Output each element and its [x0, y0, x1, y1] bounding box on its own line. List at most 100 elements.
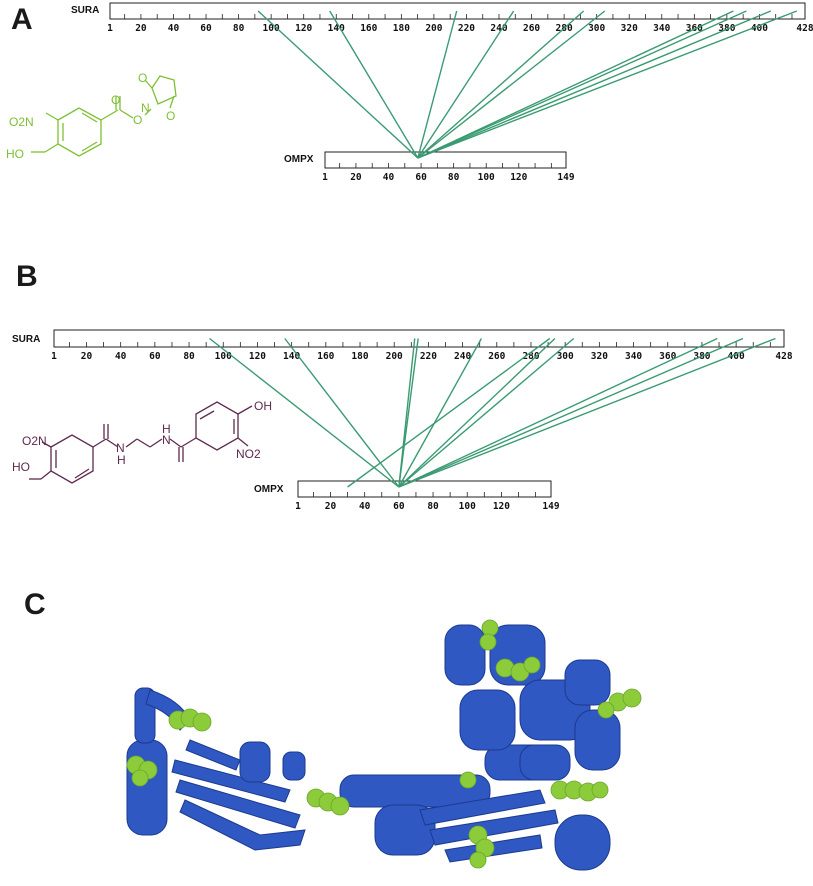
crosslink-line — [398, 337, 776, 488]
panel-label-a: A — [11, 3, 33, 36]
tick-label-sura: 220 — [420, 351, 437, 362]
tick-label-sura: 140 — [328, 23, 345, 34]
tick-label-ompx: 149 — [557, 172, 574, 183]
crosslink-line — [417, 10, 515, 159]
crosslinker-structure-b — [29, 401, 253, 484]
crosslinker-structure-a — [31, 75, 177, 157]
atom-label-o3-a: O — [138, 71, 147, 85]
tick-label-ompx: 80 — [448, 172, 460, 183]
tick-label-ompx: 20 — [350, 172, 362, 183]
protein-label-ompx-b: OMPX — [254, 484, 284, 495]
crosslink-line — [284, 338, 400, 488]
tick-label-ompx: 60 — [415, 172, 427, 183]
tick-label-sura: 1 — [107, 23, 113, 34]
crosslink-line — [398, 337, 718, 488]
tick-label-sura: 400 — [728, 351, 745, 362]
tick-label-sura: 300 — [557, 351, 574, 362]
tick-label-sura: 200 — [386, 351, 403, 362]
atom-label-h2-b: H — [162, 422, 171, 436]
tick-label-sura: 280 — [522, 351, 539, 362]
tick-label-ompx: 100 — [459, 501, 476, 512]
tick-label-sura: 180 — [351, 351, 368, 362]
crosslink-sites — [126, 619, 642, 869]
protein-bar-sura-a — [109, 2, 806, 20]
tick-label-sura: 80 — [183, 351, 195, 362]
tick-label-ompx: 120 — [493, 501, 510, 512]
tick-label-ompx: 1 — [322, 172, 328, 183]
protein-bar-ompx-a — [324, 151, 567, 169]
crosslink-line — [347, 337, 551, 488]
crosslinks-b — [209, 337, 776, 488]
tick-label-sura: 428 — [775, 351, 792, 362]
crosslink-line — [398, 337, 575, 488]
crosslink-line — [417, 10, 606, 159]
panel-label-b: B — [16, 260, 38, 293]
atom-label-h1-b: H — [117, 453, 126, 467]
tick-label-sura: 60 — [200, 23, 212, 34]
tick-label-ompx: 80 — [427, 501, 439, 512]
crosslink-line — [398, 338, 483, 488]
crosslink-line — [417, 10, 585, 159]
crosslink-line — [209, 337, 400, 488]
tick-label-ompx: 20 — [325, 501, 337, 512]
atom-label-ho-b: HO — [12, 460, 30, 474]
tick-label-sura: 400 — [751, 23, 768, 34]
atom-label-oh-b: OH — [254, 399, 272, 413]
tick-label-sura: 60 — [149, 351, 161, 362]
crosslinker-atoms-a: O2N HO O O O O N — [6, 71, 175, 161]
tick-label-sura: 80 — [233, 23, 245, 34]
tick-label-ompx: 100 — [478, 172, 495, 183]
tick-label-sura: 20 — [81, 351, 93, 362]
atom-label-o2-a: O — [133, 113, 142, 127]
tick-label-sura: 360 — [659, 351, 676, 362]
protein-label-sura-b: SURA — [12, 334, 40, 345]
tick-label-sura: 340 — [653, 23, 670, 34]
protein-structure-render — [126, 619, 642, 871]
crosslinker-atoms-b: O2N HO N H N H OH NO2 — [12, 399, 272, 474]
atom-label-o4-a: O — [166, 109, 175, 123]
panel-label-c: C — [24, 588, 46, 621]
tick-label-sura: 20 — [135, 23, 147, 34]
tick-label-sura: 200 — [425, 23, 442, 34]
tick-label-sura: 428 — [796, 23, 813, 34]
crosslink-line — [417, 10, 458, 159]
crosslink-line — [417, 10, 734, 159]
tick-label-sura: 320 — [621, 23, 638, 34]
tick-label-sura: 140 — [283, 351, 300, 362]
tick-label-sura: 180 — [393, 23, 410, 34]
tick-label-ompx: 1 — [295, 501, 301, 512]
tick-label-sura: 240 — [454, 351, 471, 362]
crosslink-line — [398, 337, 556, 488]
tick-label-sura: 40 — [115, 351, 127, 362]
tick-label-sura: 160 — [317, 351, 334, 362]
tick-label-ompx: 40 — [383, 172, 395, 183]
tick-label-ompx: 149 — [542, 501, 559, 512]
crosslink-line — [398, 337, 744, 488]
tick-label-ompx: 120 — [510, 172, 527, 183]
tick-label-sura: 320 — [591, 351, 608, 362]
crosslink-line — [329, 10, 419, 159]
tick-label-sura: 1 — [51, 351, 57, 362]
crosslink-line — [417, 10, 772, 159]
atom-label-o2n-a: O2N — [9, 115, 34, 129]
atom-label-o2n-b: O2N — [22, 434, 47, 448]
atom-label-no2-b: NO2 — [236, 447, 261, 461]
atom-label-o1-a: O — [111, 93, 120, 107]
tick-label-sura: 340 — [625, 351, 642, 362]
crosslink-line — [417, 10, 747, 159]
protein-bar-ompx-b — [297, 480, 552, 498]
tick-label-sura: 120 — [249, 351, 266, 362]
protein-label-ompx-a: OMPX — [284, 154, 314, 165]
protein-bar-sura-b — [53, 329, 785, 348]
atom-label-ho-a: HO — [6, 147, 24, 161]
atom-label-n1-b: N — [116, 441, 125, 455]
tick-label-sura: 260 — [488, 351, 505, 362]
crosslinks-a — [257, 10, 798, 159]
tick-label-sura: 260 — [523, 23, 540, 34]
